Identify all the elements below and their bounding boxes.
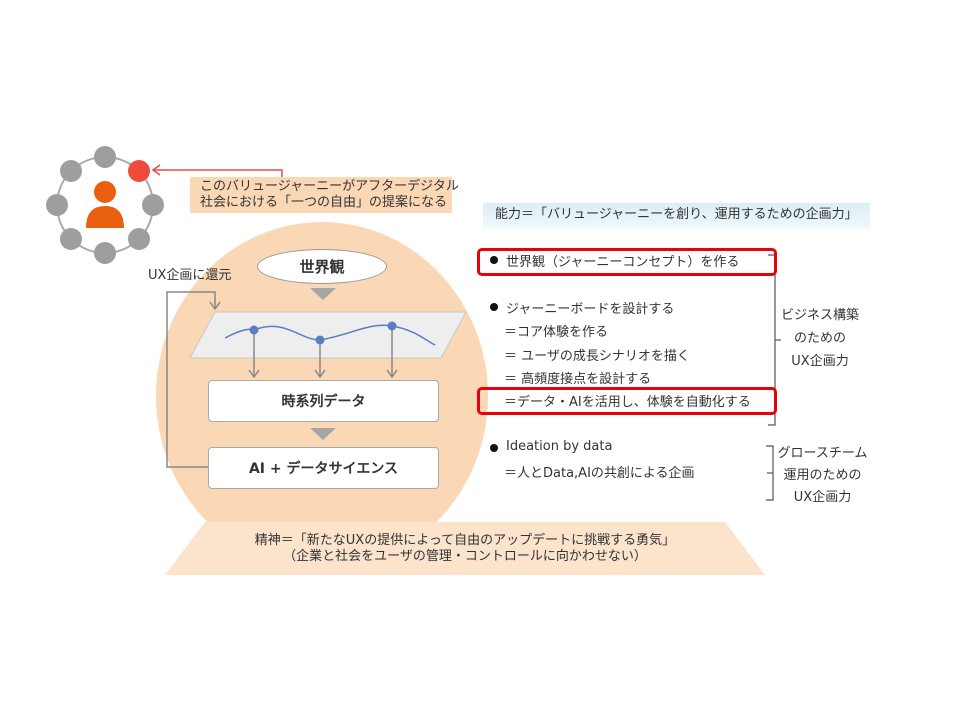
sub-growth-scenario: ＝ ユーザの成長シナリオを描く: [504, 349, 690, 364]
callout-line1: このバリュージャーニーがアフターデジタル: [200, 179, 459, 194]
spirit-line1: 精神＝「新たなUXの提供によって自由のアップデートに挑戦する勇気」: [254, 533, 676, 548]
customer-journey-ring: [46, 146, 164, 264]
spirit-line2: （企業と社会をユーザの管理・コントロールに向かわせない）: [283, 549, 647, 564]
spirit-banner: [165, 522, 765, 575]
ability-banner: 能力＝「バリュージャーニーを創り、運用するための企画力」: [483, 203, 870, 232]
callout-line2: 社会における「一つの自由」の提案になる: [200, 195, 448, 210]
highlight-automation: [477, 387, 777, 415]
group-business-line2: のための: [793, 331, 846, 346]
group-business-line3: UX企画力: [791, 354, 849, 369]
group-growth-line3: UX企画力: [793, 490, 852, 505]
sub-cocreation: ＝人とData,AIの共創による企画: [504, 466, 695, 481]
group-growth-label: グロースチーム 運用のための UX企画力: [775, 443, 870, 509]
group-growth-line2: 運用のための: [783, 468, 862, 483]
worldview-ellipse: 世界観: [257, 249, 387, 284]
sub-automation: ＝データ・AIを活用し、体験を自動化する: [504, 395, 751, 410]
person-icon: [86, 181, 124, 228]
feedback-label: UX企画に還元: [148, 268, 232, 283]
callout-arrow: [151, 164, 283, 180]
timeseries-box: 時系列データ: [208, 380, 439, 422]
highlight-worldview: [477, 248, 777, 276]
down-triangle-1: [310, 288, 336, 300]
journey-board: [189, 311, 467, 359]
journey-points: [249, 321, 397, 345]
down-triangle-2: [310, 428, 336, 440]
sub-touchpoints: ＝ 高頻度接点を設計する: [504, 372, 652, 387]
touchpoint-icons: [46, 146, 164, 264]
group-business-line1: ビジネス構築: [780, 308, 859, 323]
group-business-label: ビジネス構築 のための UX企画力: [780, 304, 860, 373]
feedback-loop-line: [166, 291, 216, 468]
bullet-worldview: 世界観（ジャーニーコンセプト）を作る: [506, 255, 740, 270]
bullet-ideation: Ideation by data: [506, 439, 613, 454]
spirit-text: 精神＝「新たなUXの提供によって自由のアップデートに挑戦する勇気」 （企業と社会…: [165, 533, 765, 565]
bullet-journeyboard: ジャーニーボードを設計する: [506, 302, 675, 317]
highlighted-touchpoint-icon: [128, 160, 150, 182]
group-growth-line1: グロースチーム: [777, 446, 868, 461]
ai-datascience-box: AI + データサイエンス: [208, 447, 439, 489]
callout-box: このバリュージャーニーがアフターデジタル 社会における「一つの自由」の提案になる: [190, 177, 459, 213]
sub-core-experience: ＝コア体験を作る: [504, 325, 609, 340]
